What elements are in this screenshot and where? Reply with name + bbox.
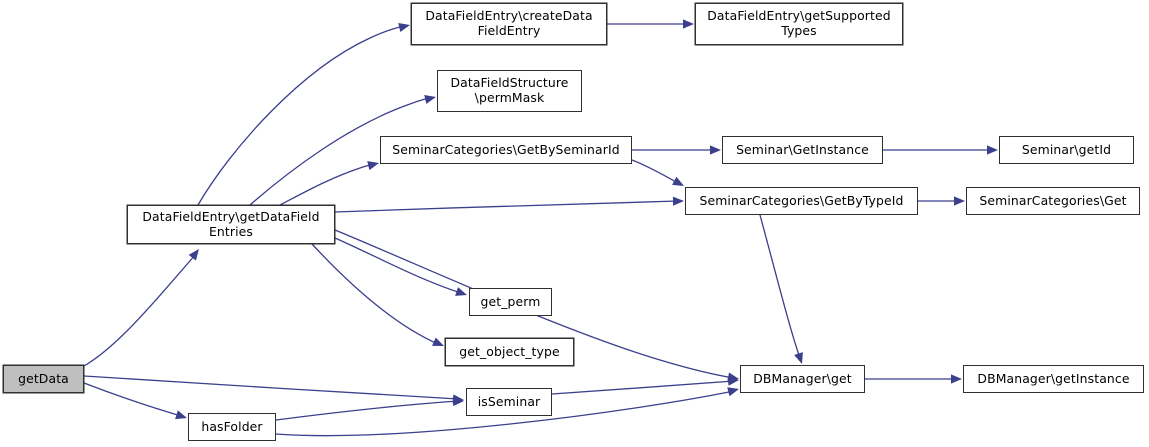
arrowhead-icon <box>683 19 694 29</box>
arrowhead-icon <box>398 23 410 32</box>
graph-edge-getByTypeId-to-seminarCategoriesGet <box>918 196 965 206</box>
graph-edge-getBySeminarId-to-getByTypeId <box>631 159 684 186</box>
graph-edge-getDataFieldEntries-to-get_object_type <box>311 243 444 346</box>
arrowhead-icon <box>424 94 436 104</box>
graph-node-getSupportedTypes[interactable]: DataFieldEntry\getSupported Types <box>695 3 903 45</box>
arrowhead-icon <box>727 372 739 382</box>
graph-edge-hasFolder-to-isSeminar <box>275 396 464 421</box>
graph-edge-getDataFieldEntries-to-getByTypeId <box>334 196 684 213</box>
graph-node-hasFolder[interactable]: hasFolder <box>188 413 276 441</box>
graph-edge-seminarGetInstance-to-seminarGetId <box>883 145 998 155</box>
graph-node-seminarGetId[interactable]: Seminar\getId <box>999 136 1134 164</box>
graph-node-seminarGetInstance[interactable]: Seminar\GetInstance <box>722 136 883 164</box>
graph-node-getData[interactable]: getData <box>3 365 84 393</box>
arrowhead-icon <box>367 161 379 171</box>
graph-node-createDataFieldEntry[interactable]: DataFieldEntry\createData FieldEntry <box>411 3 607 45</box>
graph-node-getByTypeId[interactable]: SeminarCategories\GetByTypeId <box>685 187 918 215</box>
graph-edge-getData-to-isSeminar <box>83 375 464 404</box>
arrowhead-icon <box>727 387 739 397</box>
arrowhead-icon <box>954 196 965 206</box>
graph-node-permMask[interactable]: DataFieldStructure \permMask <box>437 70 582 112</box>
arrowhead-icon <box>672 176 684 186</box>
arrowhead-icon <box>452 394 464 404</box>
graph-node-dbManagerGetInstance[interactable]: DBManager\getInstance <box>963 365 1144 393</box>
arrowhead-icon <box>452 396 464 407</box>
arrowhead-icon <box>951 374 962 384</box>
arrowhead-icon <box>455 287 467 296</box>
arrowhead-icon <box>432 337 444 346</box>
graph-edge-getData-to-getDataFieldEntries <box>83 249 199 367</box>
graph-edge-getDataFieldEntries-to-createDataFieldEntry <box>197 23 410 206</box>
graph-node-isSeminar[interactable]: isSeminar <box>466 388 552 416</box>
graph-node-getBySeminarId[interactable]: SeminarCategories\GetBySeminarId <box>380 136 632 164</box>
graph-edge-dbManagerGet-to-dbManagerGetInstance <box>865 374 962 384</box>
graph-edge-isSeminar-to-dbManagerGet <box>551 376 739 395</box>
graph-node-getDataFieldEntries[interactable]: DataFieldEntry\getDataField Entries <box>127 205 335 244</box>
arrowhead-icon <box>672 196 684 206</box>
graph-edge-getBySeminarId-to-seminarGetInstance <box>632 145 721 155</box>
graph-edge-getData-to-hasFolder <box>83 382 187 420</box>
graph-node-seminarCategoriesGet[interactable]: SeminarCategories\Get <box>966 187 1140 215</box>
graph-edge-getByTypeId-to-dbManagerGet <box>759 214 803 364</box>
arrowhead-icon <box>727 376 739 386</box>
graph-edge-getDataFieldEntries-to-get_perm <box>334 237 467 296</box>
arrowhead-icon <box>175 410 187 420</box>
arrowhead-icon <box>794 352 803 364</box>
graph-node-dbManagerGet[interactable]: DBManager\get <box>740 365 865 393</box>
arrowhead-icon <box>188 249 199 261</box>
arrowhead-icon <box>987 145 998 155</box>
graph-edge-getDataFieldEntries-to-getBySeminarId <box>279 161 379 206</box>
graph-node-get_perm[interactable]: get_perm <box>469 288 552 316</box>
arrowhead-icon <box>710 145 721 155</box>
graph-node-get_object_type[interactable]: get_object_type <box>445 338 574 366</box>
graph-edge-createDataFieldEntry-to-getSupportedTypes <box>607 19 694 29</box>
